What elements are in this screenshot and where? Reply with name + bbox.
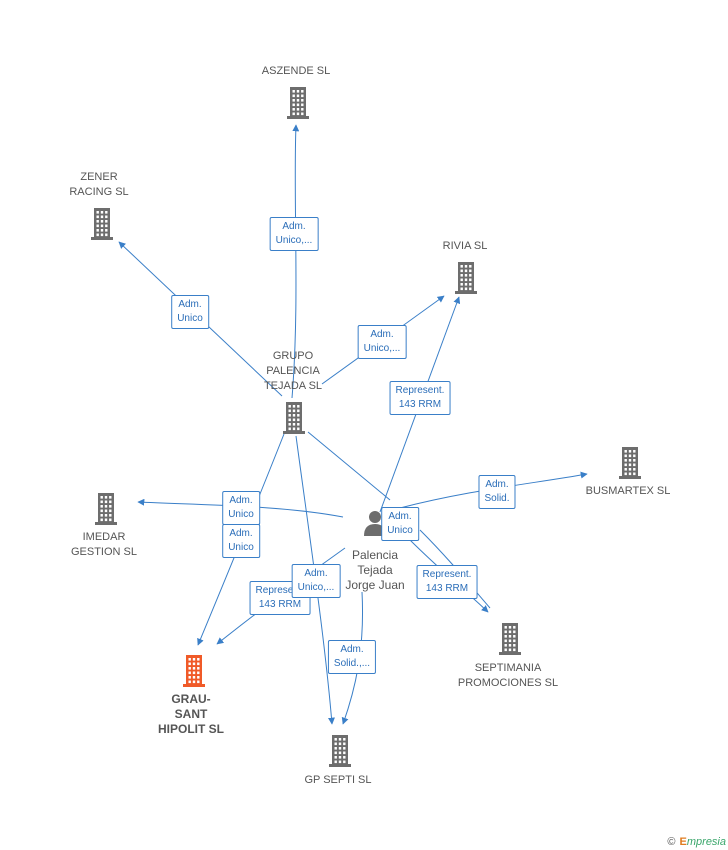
edge-label-grupo-gpsepti[interactable]: Adm. Unico,... — [291, 564, 341, 598]
building-icon-imedar[interactable] — [95, 493, 117, 525]
edge-label-grupo-zener[interactable]: Adm. Unico — [171, 295, 209, 329]
building-icon-zener[interactable] — [91, 208, 113, 240]
node-label-aszende: ASZENDE SL — [261, 65, 331, 77]
edge-label-grupo-rivia[interactable]: Adm. Unico,... — [357, 325, 407, 359]
building-icon-gpsepti[interactable] — [329, 735, 351, 767]
node-label-septimania: SEPTIMANIA PROMOCIONES SL — [457, 662, 559, 689]
node-label-busmartex: BUSMARTEX SL — [585, 485, 671, 497]
node-label-grupo: GRUPO PALENCIA TEJADA SL — [263, 350, 323, 392]
brand-logo-text: mpresia — [686, 836, 726, 848]
edge-label-grupo-grau[interactable]: Adm. Unico — [222, 524, 260, 558]
person-icon[interactable] — [364, 511, 386, 536]
node-label-rivia: RIVIA SL — [442, 240, 488, 252]
edge-label-palencia-busmartex[interactable]: Adm. Solid. — [478, 475, 516, 509]
edge-grupo-aszende — [291, 124, 300, 399]
copyright-symbol: © — [667, 836, 676, 848]
node-icons — [91, 87, 641, 767]
edge-label-grupo-aszende[interactable]: Adm. Unico,... — [269, 217, 319, 251]
brand-logo-initial: E — [679, 836, 687, 848]
node-label-zener: ZENER RACING SL — [69, 171, 129, 198]
node-label-gpsepti: GP SEPTI SL — [304, 774, 372, 786]
building-icon-septimania[interactable] — [499, 623, 521, 655]
edge-grupo-palencia — [307, 431, 391, 501]
edge-label-palencia-septimania[interactable]: Represent. 143 RRM — [416, 565, 478, 599]
edge-label-palencia-imedar[interactable]: Adm. Unico — [222, 491, 260, 525]
edge-label-palencia-gpsepti[interactable]: Adm. Solid.,... — [327, 640, 377, 674]
node-label-palencia: Palencia Tejada Jorge Juan — [345, 548, 405, 592]
building-icon-grau[interactable] — [183, 655, 205, 687]
building-icon-rivia[interactable] — [455, 262, 477, 294]
edge-label-palencia-rivia[interactable]: Represent. 143 RRM — [389, 381, 451, 415]
node-label-imedar: IMEDAR GESTION SL — [70, 531, 138, 558]
building-icon-aszende[interactable] — [287, 87, 309, 119]
building-icon-busmartex[interactable] — [619, 447, 641, 479]
node-label-grau: GRAU- SANT HIPOLIT SL — [158, 692, 224, 736]
edge-label-grupo-palencia[interactable]: Adm. Unico — [381, 507, 419, 541]
copyright-notice: ©Empresia — [667, 836, 726, 848]
building-icon-grupo[interactable] — [283, 402, 305, 434]
